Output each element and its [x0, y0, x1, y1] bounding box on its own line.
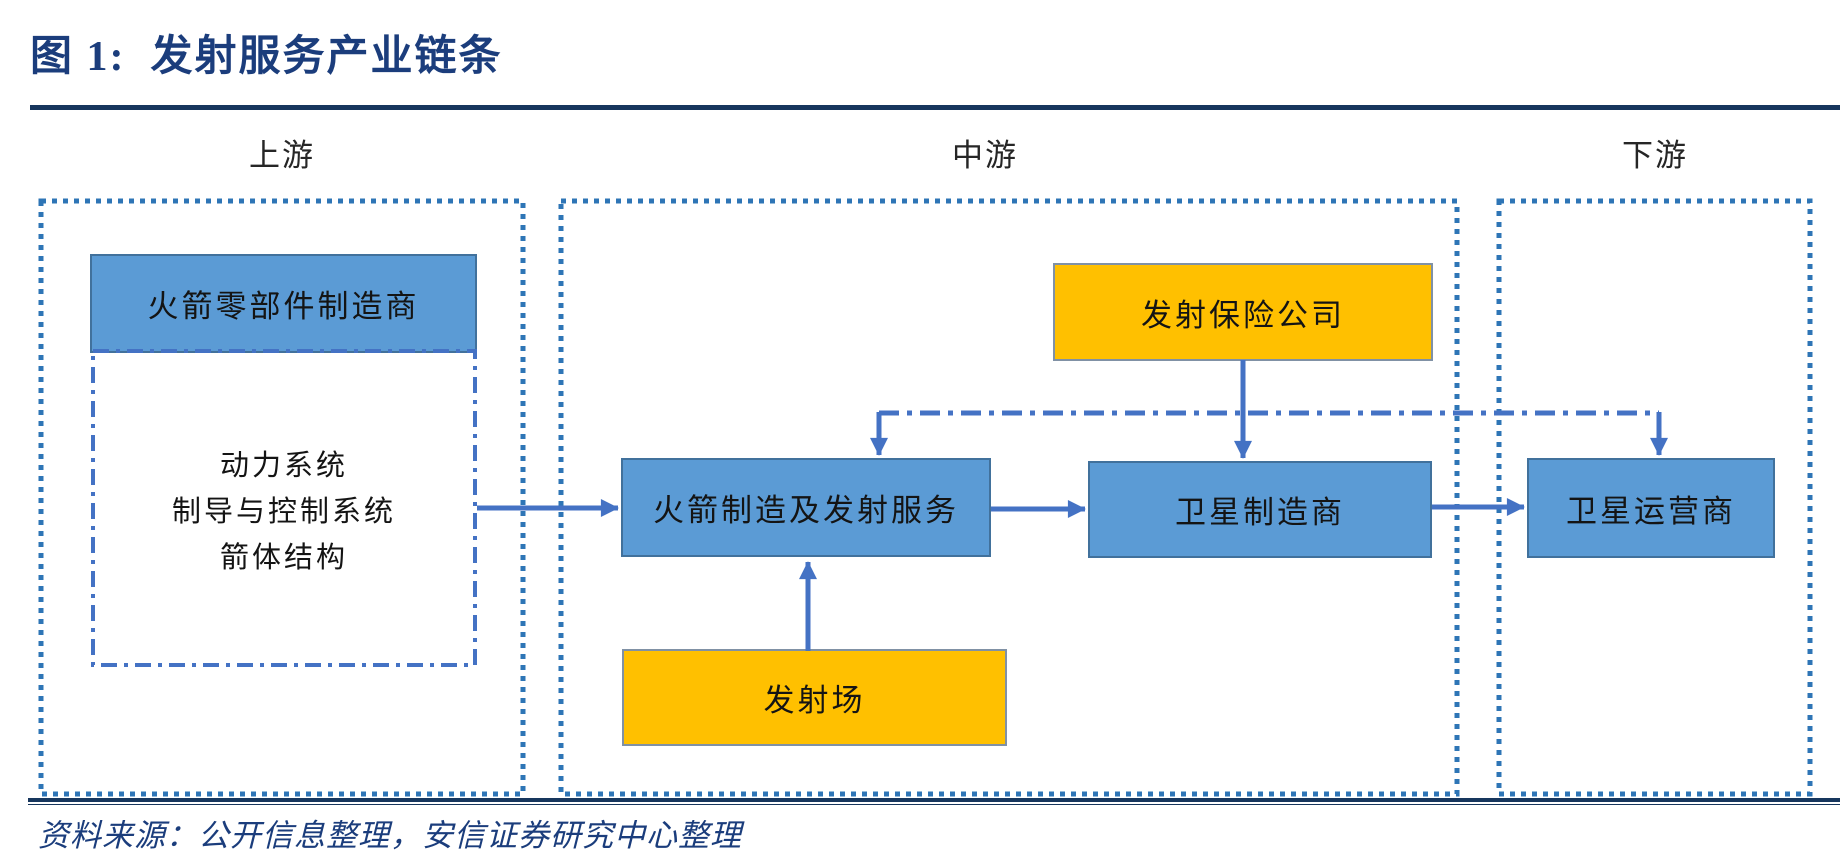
box-rocket-parts: 火箭零部件制造商 — [90, 254, 477, 353]
box-sat-operator: 卫星运营商 — [1527, 458, 1775, 558]
box-launch-site: 发射场 — [622, 649, 1007, 746]
figure-title: 图 1: 发射服务产业链条 — [30, 34, 503, 80]
bottom-rule — [28, 798, 1840, 805]
source-note: 资料来源：公开信息整理，安信证券研究中心整理 — [38, 818, 742, 853]
box-sat-manufacturer: 卫星制造商 — [1088, 461, 1432, 558]
column-label-upstream: 上游 — [249, 138, 315, 173]
column-label-downstream: 下游 — [1622, 138, 1688, 173]
column-label-midstream: 中游 — [952, 138, 1018, 173]
subsystem-line-structure: 箭体结构 — [219, 542, 348, 574]
box-launch-insurance: 发射保险公司 — [1053, 263, 1433, 361]
subsystem-line-power: 动力系统 — [219, 450, 348, 482]
box-subsystems-text: 动力系统 制导与控制系统 箭体结构 — [93, 443, 475, 581]
title-rule — [30, 105, 1840, 110]
box-rocket-service: 火箭制造及发射服务 — [621, 458, 991, 557]
subsystem-line-guidance: 制导与控制系统 — [171, 496, 396, 528]
